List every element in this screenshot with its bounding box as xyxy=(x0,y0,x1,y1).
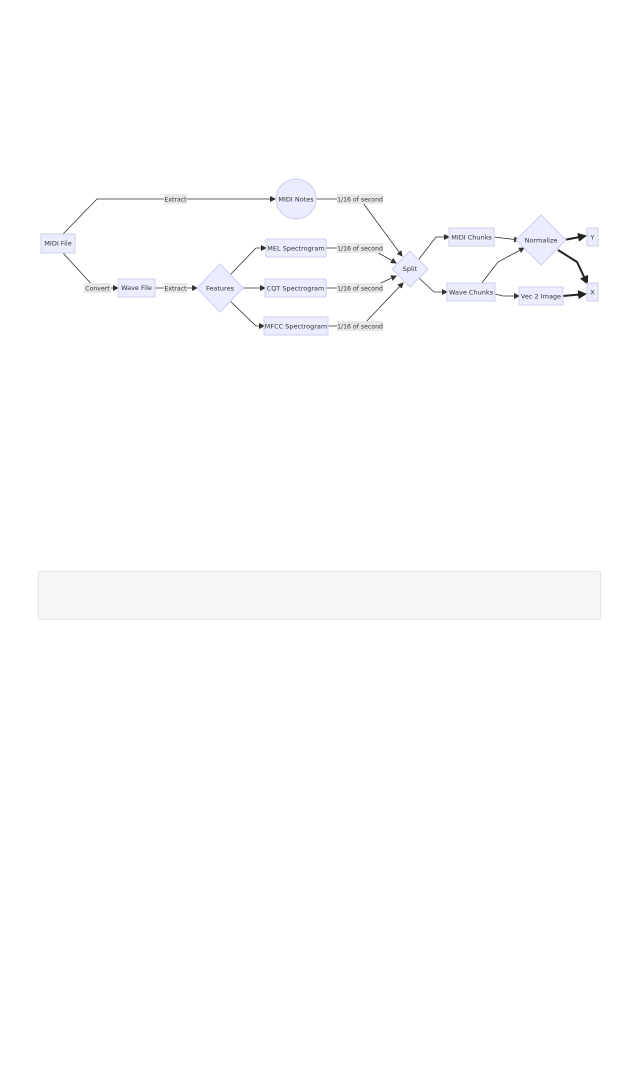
svg-text:1/16 of second: 1/16 of second xyxy=(337,197,383,204)
edge-features-to-mfcc xyxy=(229,300,265,329)
edge-split-to-midichunks xyxy=(418,234,450,260)
svg-text:X: X xyxy=(590,289,595,297)
svg-text:CQT Spectrogram: CQT Spectrogram xyxy=(267,285,325,293)
edge-split-to-wavechunks xyxy=(418,277,448,295)
svg-text:MFCC Spectrogram: MFCC Spectrogram xyxy=(265,323,327,331)
edge-features-to-mel xyxy=(229,245,267,276)
svg-text:Extract: Extract xyxy=(164,197,187,204)
svg-text:MIDI Chunks: MIDI Chunks xyxy=(451,234,492,242)
svg-text:Split: Split xyxy=(403,265,418,273)
edge-label-cqt-rate: 1/16 of second xyxy=(337,283,383,293)
svg-text:Extract: Extract xyxy=(164,286,187,293)
svg-text:1/16 of second: 1/16 of second xyxy=(337,324,383,331)
edge-wavechunks-to-normalize xyxy=(480,247,525,285)
edge-label-convert: Convert xyxy=(84,283,111,293)
svg-text:Y: Y xyxy=(590,234,595,242)
node-mfcc-spectrogram: MFCC Spectrogram xyxy=(263,316,329,336)
edge-midi-to-wave xyxy=(62,252,119,291)
node-y: Y xyxy=(586,227,599,247)
node-wave-chunks: Wave Chunks xyxy=(446,282,496,302)
edge-normalize-to-x xyxy=(557,249,589,285)
svg-text:MIDI File: MIDI File xyxy=(44,240,71,248)
edge-label-extract-top: Extract xyxy=(164,194,187,204)
node-split: Split xyxy=(391,250,429,288)
svg-text:Wave Chunks: Wave Chunks xyxy=(449,289,494,297)
node-x: X xyxy=(586,282,599,302)
node-midi-notes: MIDI Notes xyxy=(275,178,317,220)
edge-normalize-to-y xyxy=(563,232,587,242)
edge-vec2image-to-x xyxy=(562,290,587,300)
svg-text:1/16 of second: 1/16 of second xyxy=(337,286,383,293)
node-features: Features xyxy=(196,263,244,313)
svg-text:Normalize: Normalize xyxy=(525,237,558,245)
svg-text:Wave File: Wave File xyxy=(121,284,152,292)
edge-midichunks-to-normalize xyxy=(493,236,520,243)
node-mel-spectrogram: MEL Spectrogram xyxy=(265,238,327,258)
code-block xyxy=(38,571,601,620)
node-wave-file: Wave File xyxy=(117,278,156,298)
edge-label-extract-mid: Extract xyxy=(164,283,187,293)
svg-text:MEL Spectrogram: MEL Spectrogram xyxy=(267,245,324,253)
pipeline-flowchart: Extract Convert Extract 1/16 of second 1… xyxy=(40,178,599,336)
edge-label-mel-rate: 1/16 of second xyxy=(337,243,383,253)
svg-text:Convert: Convert xyxy=(85,286,110,293)
node-midi-chunks: MIDI Chunks xyxy=(448,227,495,247)
node-vec2image: Vec 2 Image xyxy=(518,286,564,306)
edge-label-notes-rate: 1/16 of second xyxy=(337,194,383,204)
edge-wavechunks-to-vec2image xyxy=(494,293,520,299)
svg-text:Features: Features xyxy=(206,285,235,293)
svg-text:Vec 2 Image: Vec 2 Image xyxy=(521,293,561,301)
node-normalize: Normalize xyxy=(515,214,567,266)
node-cqt-spectrogram: CQT Spectrogram xyxy=(264,278,327,298)
svg-text:1/16 of second: 1/16 of second xyxy=(337,246,383,253)
svg-text:MIDI Notes: MIDI Notes xyxy=(278,196,314,204)
edge-midi-to-notes xyxy=(62,196,276,235)
edge-label-mfcc-rate: 1/16 of second xyxy=(337,321,383,331)
node-midi-file: MIDI File xyxy=(40,233,76,254)
